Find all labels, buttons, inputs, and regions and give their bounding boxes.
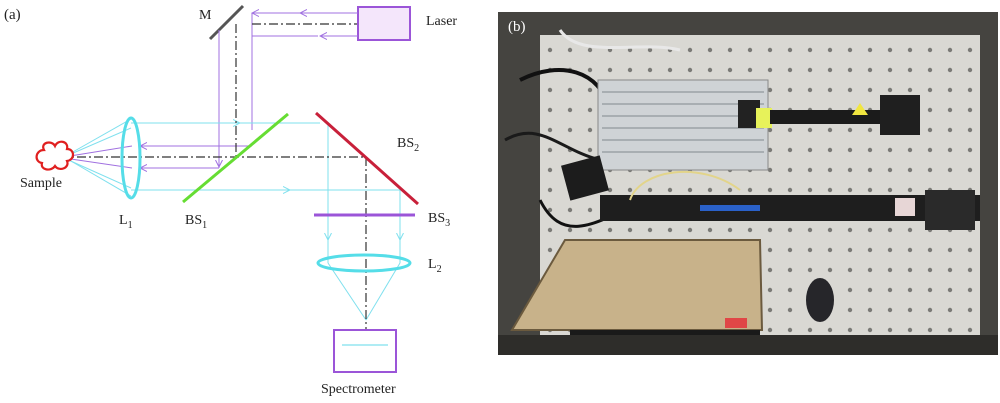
lens-l2 xyxy=(316,253,412,273)
bs2-label: BS2 xyxy=(397,136,420,154)
panel-a-tag: (a) xyxy=(4,7,21,23)
sample-icon xyxy=(35,140,75,171)
schematic-panel-a xyxy=(35,4,419,373)
mirror-label: M xyxy=(199,8,212,23)
beam-splitter-bs1 xyxy=(182,112,289,204)
excitation-beams xyxy=(63,146,252,168)
bs1-label: BS1 xyxy=(185,213,208,231)
laser-to-mirror-beams xyxy=(252,13,358,36)
panel-b-tag: (b) xyxy=(508,19,526,35)
spectrometer-label: Spectrometer xyxy=(321,382,396,397)
mouse-icon xyxy=(806,278,834,322)
beam-splitter-bs2 xyxy=(315,111,419,206)
mirror-to-bs1-beams xyxy=(219,13,253,168)
photo-panel-b xyxy=(498,12,998,355)
spectrometer-module-icon xyxy=(600,195,980,221)
optical-axis xyxy=(60,23,367,345)
sample-label: Sample xyxy=(20,176,62,191)
collection-beams xyxy=(63,118,400,321)
mirror-m xyxy=(208,4,245,41)
lens-l1 xyxy=(120,116,142,200)
spectrometer-box xyxy=(333,329,397,373)
laser-label: Laser xyxy=(426,14,458,29)
lens-l2-label: L2 xyxy=(428,257,442,275)
bs3-label: BS3 xyxy=(428,211,451,229)
laser-box xyxy=(357,6,411,41)
lens-l1-label: L1 xyxy=(119,213,133,231)
